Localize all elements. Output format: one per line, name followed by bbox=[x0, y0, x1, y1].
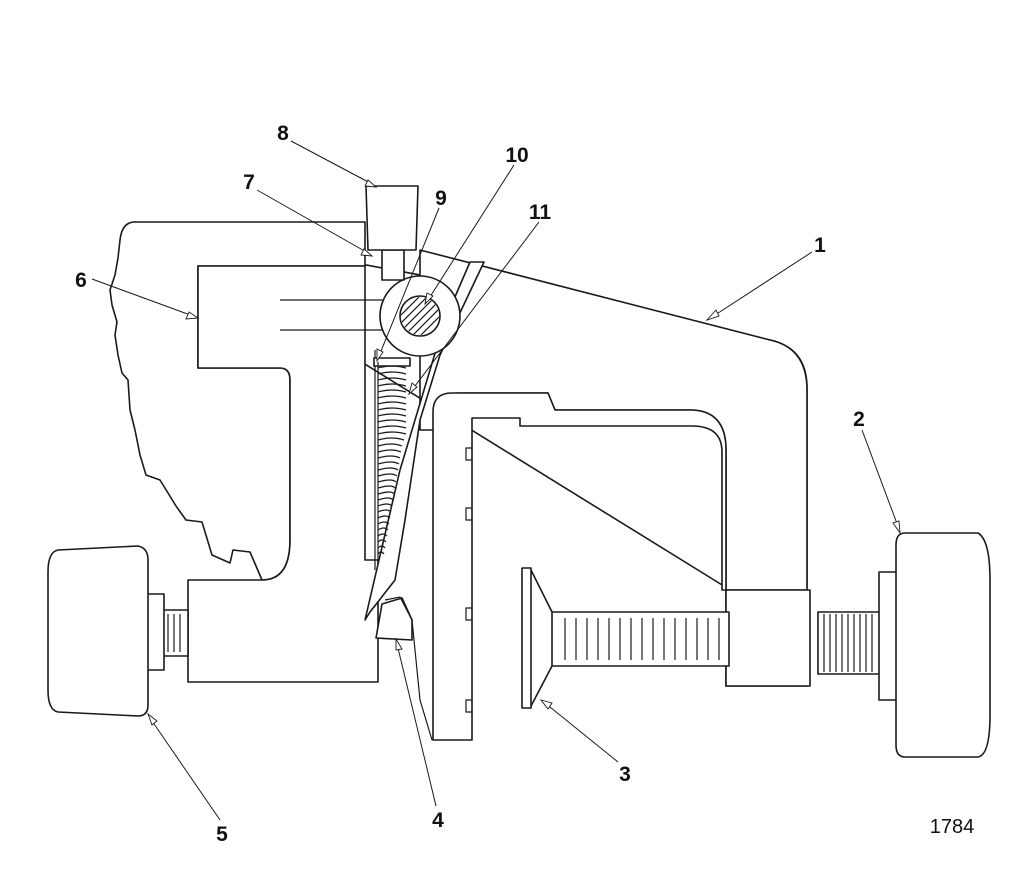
clamp-plate bbox=[432, 392, 727, 741]
callout-1: 1 bbox=[814, 234, 826, 257]
callout-5: 5 bbox=[216, 823, 228, 846]
shock-lever bbox=[375, 597, 413, 641]
knob-stem bbox=[381, 249, 405, 281]
left-clamp-screw bbox=[145, 593, 189, 671]
callout-4: 4 bbox=[432, 809, 444, 832]
callout-9: 9 bbox=[435, 187, 447, 210]
shock-lever-edge bbox=[384, 596, 433, 741]
pivot-pin bbox=[399, 295, 441, 337]
stop-knob bbox=[365, 185, 419, 251]
clamp-plate-ridges bbox=[465, 447, 472, 713]
callout-10: 10 bbox=[505, 144, 528, 167]
tilt-lever bbox=[364, 261, 485, 621]
right-clamp-handle bbox=[895, 532, 991, 758]
callout-11: 11 bbox=[529, 201, 552, 224]
callout-8: 8 bbox=[277, 122, 289, 145]
bracket-screw-boss bbox=[725, 589, 811, 687]
callout-6: 6 bbox=[75, 269, 87, 292]
leader-lines bbox=[91, 140, 901, 821]
housing-lower-block bbox=[187, 265, 379, 683]
figure-number: 1784 bbox=[930, 816, 975, 838]
callout-labels: 1 2 3 4 5 6 7 8 9 10 11 bbox=[75, 122, 865, 846]
callout-2: 2 bbox=[853, 408, 865, 431]
right-clamp-screw bbox=[817, 571, 900, 701]
callout-3: 3 bbox=[619, 763, 631, 786]
housing-lines bbox=[280, 299, 385, 570]
spring bbox=[373, 357, 411, 560]
left-clamp-handle bbox=[47, 545, 149, 717]
callout-7: 7 bbox=[243, 171, 255, 194]
center-clamp-screw bbox=[521, 567, 730, 709]
